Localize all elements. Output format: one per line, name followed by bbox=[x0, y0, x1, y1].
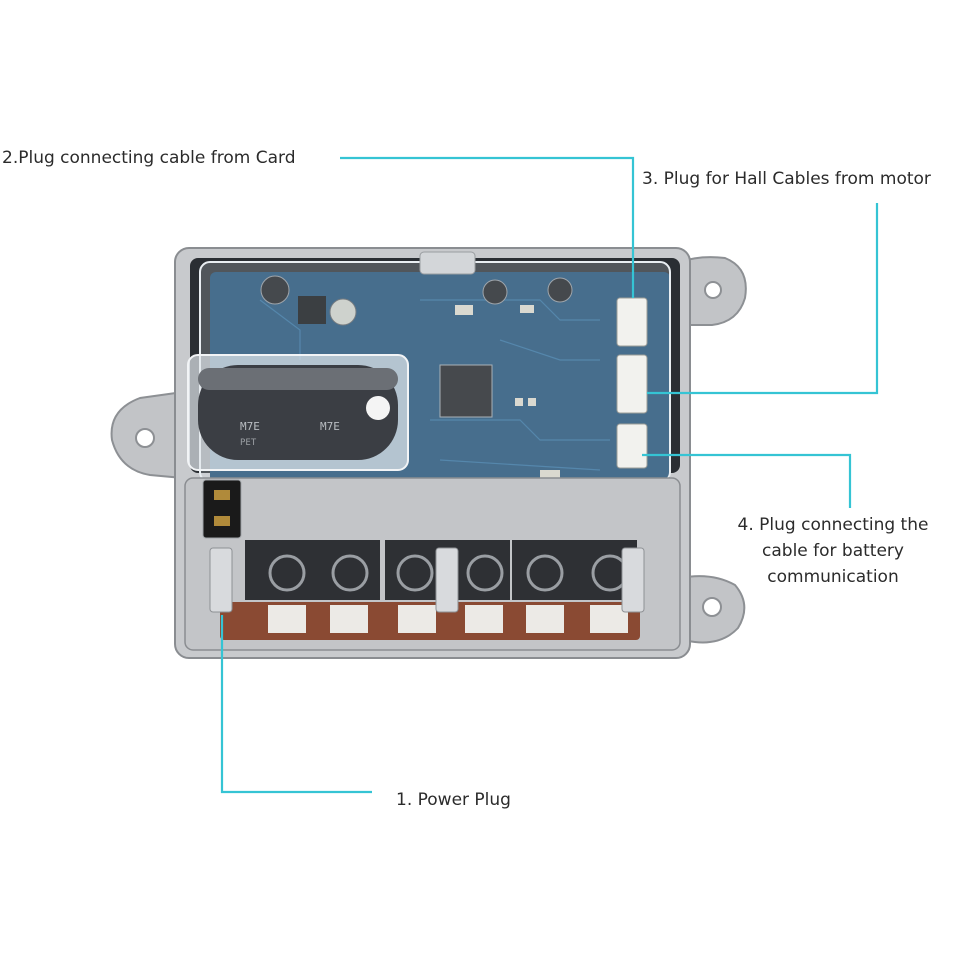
callout-lines bbox=[220, 156, 879, 794]
terminal-contacts bbox=[268, 605, 628, 633]
hall-sensor-connectors bbox=[616, 297, 648, 414]
callout-label-card: 2.Plug connecting cable from Card bbox=[2, 148, 296, 168]
mounting-ears bbox=[110, 256, 747, 644]
battery-comm-connector bbox=[616, 423, 648, 469]
capacitor-marking-2: M7E bbox=[320, 420, 340, 433]
callout-line-hall bbox=[647, 203, 879, 395]
callout-line-battery bbox=[642, 453, 852, 508]
callout-line-card bbox=[340, 156, 635, 298]
power-plug bbox=[202, 479, 242, 539]
capacitor-submarking: PET bbox=[240, 438, 257, 448]
callout-label-battery: 4. Plug connecting the cable for battery… bbox=[737, 515, 929, 587]
capacitor: M7E M7E PET bbox=[187, 354, 409, 471]
capacitor-marking: M7E bbox=[240, 420, 260, 433]
pcb-traces bbox=[259, 299, 610, 471]
callout-label-hall: 3. Plug for Hall Cables from motor bbox=[642, 169, 931, 189]
microcontroller-chip bbox=[439, 364, 493, 418]
callout-line-power bbox=[220, 615, 372, 794]
screw-rings bbox=[268, 554, 629, 592]
clips bbox=[209, 547, 645, 613]
callout-label-power: 1. Power Plug bbox=[396, 790, 511, 810]
pcb-components bbox=[455, 305, 560, 480]
